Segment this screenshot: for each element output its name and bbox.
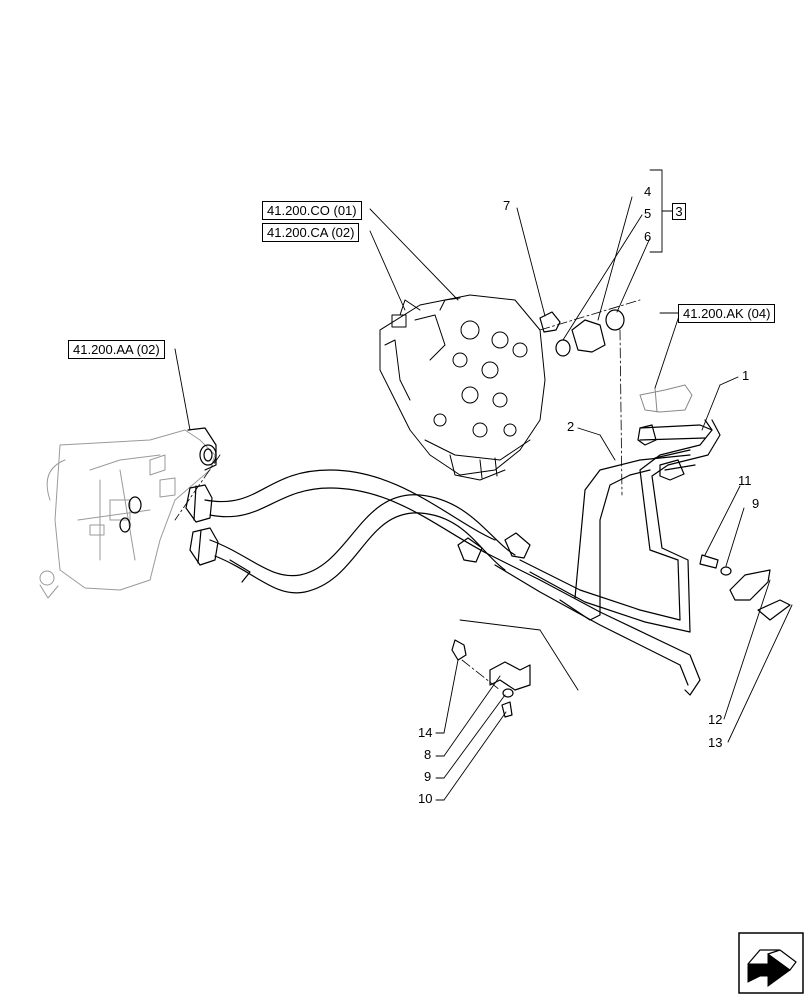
clamp-group-center — [451, 639, 531, 718]
steering-cylinder-ghost — [39, 429, 216, 599]
callout-leaders — [435, 169, 793, 801]
callout-6[interactable]: 6 — [644, 229, 652, 244]
fittings-group — [539, 309, 625, 357]
next-page-arrow-icon[interactable] — [738, 932, 804, 994]
rigid-pipes — [489, 419, 721, 696]
callout-7[interactable]: 7 — [503, 198, 511, 213]
cylinder-ports — [119, 427, 217, 533]
callout-2[interactable]: 2 — [567, 419, 575, 434]
hose-lower — [189, 494, 516, 594]
group-number-box: 3 — [672, 203, 686, 220]
callout-13[interactable]: 13 — [708, 735, 723, 750]
callout-9-right[interactable]: 9 — [752, 496, 760, 511]
callout-1[interactable]: 1 — [742, 368, 750, 383]
callout-5[interactable]: 5 — [644, 206, 652, 221]
clamp-group-right — [699, 554, 791, 621]
callout-9-center[interactable]: 9 — [424, 769, 432, 784]
callout-11[interactable]: 11 — [738, 473, 752, 488]
callout-4[interactable]: 4 — [644, 184, 652, 199]
hose-crimps — [457, 532, 531, 563]
callout-14[interactable]: 14 — [418, 725, 433, 740]
reference-box-co[interactable]: 41.200.CO (01) — [262, 201, 362, 220]
ak-fitting-ghost — [639, 384, 693, 413]
reference-box-aa[interactable]: 41.200.AA (02) — [68, 340, 165, 359]
reference-box-ak[interactable]: 41.200.AK (04) — [678, 304, 776, 323]
callout-10[interactable]: 10 — [418, 791, 433, 806]
reference-box-ca[interactable]: 41.200.CA (02) — [262, 223, 360, 242]
callout-8[interactable]: 8 — [424, 747, 432, 762]
hose-upper — [185, 469, 496, 556]
steering-motor-ghost — [379, 294, 546, 481]
reference-leaders — [174, 208, 681, 431]
callout-12[interactable]: 12 — [708, 712, 723, 727]
